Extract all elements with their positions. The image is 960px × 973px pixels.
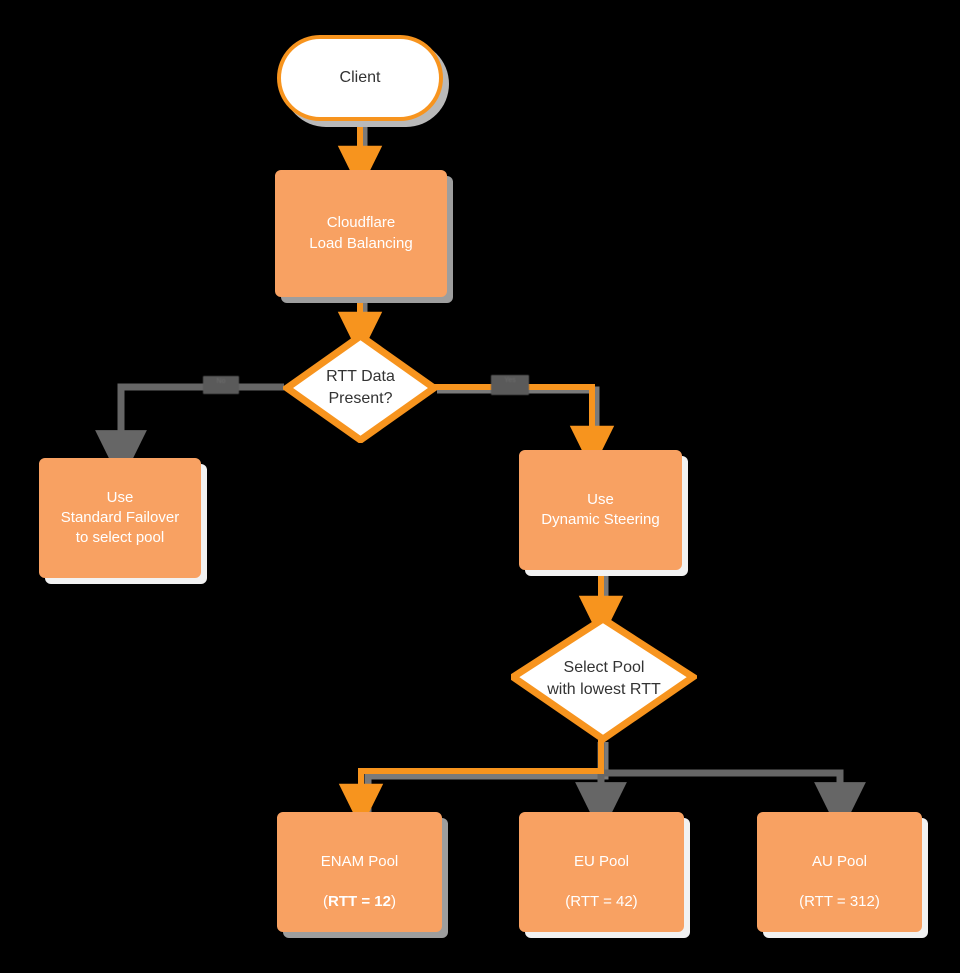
node-client[interactable]: Client	[277, 35, 443, 121]
edge-rtt-decision-to-standard-failover	[95, 383, 284, 483]
node-au-pool-label: AU Pool (RTT = 312)	[799, 832, 880, 913]
node-dynamic-steering[interactable]: Use Dynamic Steering	[519, 450, 682, 570]
node-client-label: Client	[339, 69, 381, 87]
node-au-pool-name: AU Pool	[811, 852, 867, 870]
node-rtt-data-present[interactable]: RTT Data Present?	[283, 333, 438, 443]
node-eu-pool-rtt: (RTT = 42)	[565, 893, 638, 911]
node-enam-pool[interactable]: ENAM Pool (RTT = 12)	[277, 812, 442, 932]
node-rtt-data-present-label: RTT Data Present?	[326, 368, 395, 407]
node-eu-pool[interactable]: EU Pool (RTT = 42)	[519, 812, 684, 932]
node-eu-pool-name: EU Pool	[573, 852, 629, 870]
node-enam-pool-label: ENAM Pool (RTT = 12)	[321, 832, 399, 913]
node-enam-pool-rtt-value: RTT = 12	[328, 893, 391, 911]
diamond-shape-select-pool	[511, 615, 697, 743]
node-standard-failover-label: Use Standard Failover to select pool	[60, 488, 180, 547]
edge-select-pool-to-enam-pool	[338, 740, 604, 829]
edge-select-pool-to-au-pool	[597, 742, 866, 835]
node-standard-failover[interactable]: Use Standard Failover to select pool	[39, 458, 201, 578]
node-enam-pool-name: ENAM Pool	[320, 852, 399, 870]
node-au-pool-rtt: (RTT = 312)	[799, 893, 880, 911]
node-enam-pool-rtt-close: )	[390, 893, 396, 911]
edge-label-no: No	[203, 376, 239, 394]
node-dynamic-steering-label: Use Dynamic Steering	[541, 490, 660, 528]
node-load-balancing[interactable]: Cloudflare Load Balancing	[275, 170, 447, 297]
node-select-pool[interactable]: Select Pool with lowest RTT	[511, 615, 697, 743]
node-eu-pool-label: EU Pool (RTT = 42)	[565, 832, 637, 913]
node-select-pool-label: Select Pool with lowest RTT	[547, 659, 661, 698]
node-load-balancing-label: Cloudflare Load Balancing	[309, 214, 413, 252]
node-enam-pool-rtt-open: (	[323, 893, 329, 911]
edge-label-yes: Yes	[491, 375, 529, 395]
node-au-pool[interactable]: AU Pool (RTT = 312)	[757, 812, 922, 932]
edge-rtt-decision-to-dynamic-steering	[433, 384, 615, 471]
diamond-shape-rtt	[283, 333, 438, 443]
